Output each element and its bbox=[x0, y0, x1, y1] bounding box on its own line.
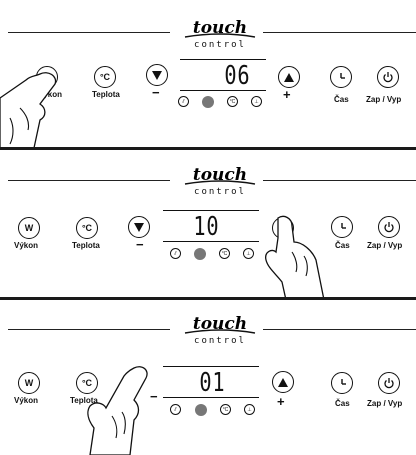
power-indicator-icon: ⫽ bbox=[170, 404, 181, 415]
touch-logo-script: touch bbox=[175, 314, 265, 336]
hand-pointer-icon bbox=[84, 364, 160, 455]
triangle-up-icon bbox=[284, 73, 294, 82]
display-digits: 06 bbox=[224, 63, 250, 89]
timer-button[interactable] bbox=[330, 66, 352, 88]
temperature-label: Teplota bbox=[72, 241, 100, 250]
hand-pointer-icon bbox=[262, 212, 332, 297]
digital-display: 10 bbox=[163, 210, 259, 242]
clock-icon bbox=[335, 71, 347, 83]
logo-subtitle: control bbox=[175, 187, 265, 197]
clock-indicator-icon: ⊥ bbox=[251, 96, 262, 107]
on-off-label: Zap / Vyp bbox=[366, 95, 401, 104]
touch-control-logo: touch control bbox=[175, 165, 265, 201]
on-off-icon bbox=[383, 377, 395, 389]
touch-control-logo: touch control bbox=[175, 18, 265, 54]
temperature-icon: °C bbox=[82, 223, 92, 233]
temperature-icon: °C bbox=[100, 72, 110, 82]
active-indicator-dot bbox=[202, 96, 214, 108]
on-off-button[interactable] bbox=[377, 66, 399, 88]
power-button[interactable]: W bbox=[18, 217, 40, 239]
digital-display: 06 bbox=[180, 59, 266, 91]
clock-icon bbox=[336, 221, 348, 233]
logo-subtitle: control bbox=[175, 40, 265, 50]
timer-label: Čas bbox=[335, 399, 350, 408]
touch-logo-script: touch bbox=[175, 165, 265, 187]
temperature-button[interactable]: °C bbox=[94, 66, 116, 88]
power-label: Výkon bbox=[14, 241, 38, 250]
on-off-label: Zap / Vyp bbox=[367, 241, 402, 250]
plus-sign: + bbox=[277, 395, 285, 408]
triangle-down-icon bbox=[152, 71, 162, 80]
minus-sign: − bbox=[152, 86, 160, 99]
active-indicator-dot bbox=[194, 248, 206, 260]
clock-indicator-icon: ⊥ bbox=[244, 404, 255, 415]
temperature-label: Teplota bbox=[92, 90, 120, 99]
panel-2: touch control W Výkon °C Teplota − 10 ⫽ … bbox=[0, 150, 416, 297]
on-off-button[interactable] bbox=[378, 216, 400, 238]
top-rule-left bbox=[8, 32, 170, 33]
power-indicator-icon: ⫽ bbox=[170, 248, 181, 259]
hand-pointer-icon bbox=[0, 68, 72, 147]
on-off-icon bbox=[383, 221, 395, 233]
top-rule-right bbox=[263, 329, 416, 330]
display-digits: 10 bbox=[193, 214, 219, 240]
timer-label: Čas bbox=[335, 241, 350, 250]
on-off-icon bbox=[382, 71, 394, 83]
top-rule-right bbox=[263, 180, 416, 181]
temperature-button[interactable]: °C bbox=[76, 217, 98, 239]
panel-1: touch control W Výkon °C Teplota − 06 ⫽ … bbox=[0, 0, 416, 147]
panel-3: touch control W Výkon °C Teplota − 01 ⫽ … bbox=[0, 300, 416, 455]
clock-indicator-icon: ⊥ bbox=[243, 248, 254, 259]
temperature-indicator-icon: °C bbox=[220, 404, 231, 415]
timer-label: Čas bbox=[334, 95, 349, 104]
power-label: Výkon bbox=[14, 396, 38, 405]
logo-subtitle: control bbox=[175, 336, 265, 346]
top-rule-left bbox=[8, 180, 170, 181]
timer-button[interactable] bbox=[331, 216, 353, 238]
top-rule-left bbox=[8, 329, 170, 330]
power-icon: W bbox=[25, 223, 34, 233]
triangle-down-icon bbox=[134, 223, 144, 232]
on-off-label: Zap / Vyp bbox=[367, 399, 402, 408]
plus-sign: + bbox=[283, 88, 291, 101]
minus-sign: − bbox=[136, 238, 144, 251]
timer-button[interactable] bbox=[331, 372, 353, 394]
active-indicator-dot bbox=[195, 404, 207, 416]
up-button[interactable] bbox=[272, 371, 294, 393]
on-off-button[interactable] bbox=[378, 372, 400, 394]
touch-logo-script: touch bbox=[175, 18, 265, 40]
down-button[interactable] bbox=[128, 216, 150, 238]
temperature-indicator-icon: °C bbox=[219, 248, 230, 259]
display-digits: 01 bbox=[199, 370, 225, 396]
power-button[interactable]: W bbox=[18, 372, 40, 394]
clock-icon bbox=[336, 377, 348, 389]
power-indicator-icon: ⫽ bbox=[178, 96, 189, 107]
triangle-up-icon bbox=[278, 378, 288, 387]
temperature-indicator-icon: °C bbox=[227, 96, 238, 107]
touch-control-logo: touch control bbox=[175, 314, 265, 350]
up-button[interactable] bbox=[278, 66, 300, 88]
top-rule-right bbox=[263, 32, 416, 33]
power-icon: W bbox=[25, 378, 34, 388]
down-button[interactable] bbox=[146, 64, 168, 86]
digital-display: 01 bbox=[163, 366, 259, 398]
